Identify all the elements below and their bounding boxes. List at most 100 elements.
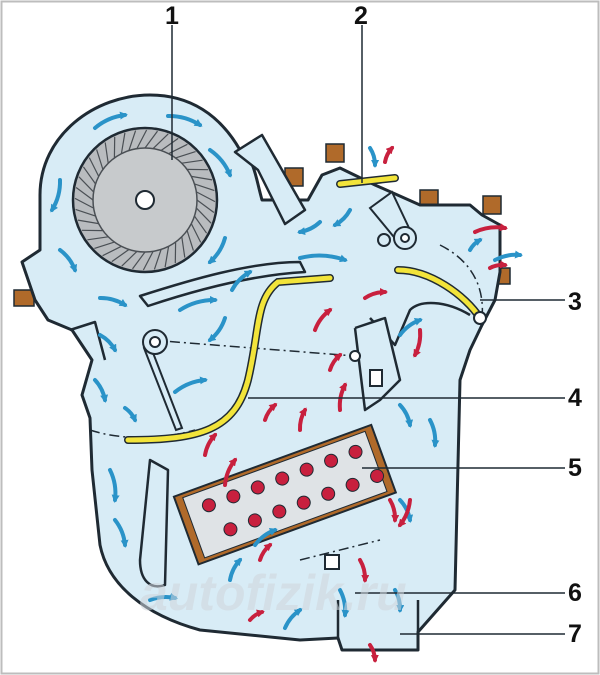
fan-blade xyxy=(196,191,216,203)
cold-air-arrow xyxy=(283,608,303,630)
mount-tabs xyxy=(13,143,511,307)
flap-4 xyxy=(125,275,333,443)
heater-core-tube xyxy=(201,498,216,513)
heater-core-tube xyxy=(223,522,238,537)
cold-air-arrow xyxy=(468,238,483,252)
callout-5: 5 xyxy=(568,454,582,482)
dashed-bottom xyxy=(299,539,381,561)
cold-air-arrow xyxy=(108,468,120,503)
fan-blade xyxy=(74,197,94,209)
cold-air-arrow xyxy=(208,148,232,178)
cold-air-arrow xyxy=(58,248,78,273)
cold-air-arrow xyxy=(207,316,227,342)
warm-air-arrow xyxy=(413,328,423,358)
cold-air-arrow xyxy=(253,527,278,547)
fan-blade xyxy=(160,137,179,151)
partition-left-lower xyxy=(138,458,170,588)
fan-blade xyxy=(82,166,96,185)
mount-tab-right-1 xyxy=(482,195,502,215)
linkage xyxy=(142,190,487,570)
cold-air-arrow xyxy=(113,518,129,548)
fan-blade xyxy=(153,249,162,270)
warm-air-arrow xyxy=(473,223,508,234)
fan-blade xyxy=(144,130,158,149)
heater-core-tube xyxy=(370,468,385,483)
upper-bracket xyxy=(233,133,307,226)
fan-blade xyxy=(194,183,215,192)
fan-blade xyxy=(186,230,194,251)
flap-3 xyxy=(395,267,483,321)
watermark: autofizik.ru xyxy=(140,565,407,621)
pivot-left-inner xyxy=(149,336,161,348)
fan-blade xyxy=(164,246,170,268)
warm-air-arrow xyxy=(328,353,343,372)
partition-channel-left xyxy=(69,320,107,361)
cold-air-arrow xyxy=(393,588,405,613)
warm-air-arrow xyxy=(368,643,379,663)
cold-air-arrow xyxy=(228,557,243,582)
partition-fan-lower xyxy=(138,260,307,308)
fan-hub xyxy=(135,190,155,210)
callout-3: 3 xyxy=(568,288,582,316)
cold-air-arrow xyxy=(123,406,137,423)
heater-core-tube xyxy=(324,453,339,468)
airflow-arrows xyxy=(50,111,523,663)
cold-air-arrow xyxy=(368,146,380,168)
partition-base xyxy=(336,600,420,638)
warm-air-arrow xyxy=(223,457,237,487)
cold-air-arrow xyxy=(98,333,117,353)
warm-air-arrow xyxy=(258,543,273,562)
heater-core xyxy=(172,423,398,566)
fan-blade xyxy=(196,199,215,213)
leader-lines xyxy=(171,25,565,635)
fan-blade xyxy=(175,151,196,159)
warm-air-arrow xyxy=(263,403,278,422)
fan-blade xyxy=(142,251,154,271)
warm-air-arrow xyxy=(358,558,370,583)
heater-core-tube xyxy=(272,504,287,519)
fan-blade xyxy=(111,249,130,263)
fan-blade xyxy=(120,132,126,154)
warm-air-arrow xyxy=(398,498,412,528)
heater-core-tube xyxy=(226,489,241,504)
fan-blade xyxy=(152,133,169,150)
heater-core-tube xyxy=(299,462,314,477)
callouts: 1 2 3 4 5 6 7 xyxy=(165,2,582,648)
cold-air-arrow xyxy=(178,295,218,312)
warm-air-arrow xyxy=(488,260,508,270)
fan-blade xyxy=(132,251,146,270)
damper-flaps xyxy=(124,174,484,444)
fan-blade xyxy=(191,175,213,181)
cold-air-arrow xyxy=(297,220,322,236)
warm-air-arrow xyxy=(388,498,400,523)
warm-air-arrow xyxy=(313,308,333,332)
heater-core-tube xyxy=(348,444,363,459)
pivot-small-top xyxy=(377,233,391,247)
cold-air-arrow xyxy=(166,113,203,127)
fan-blade xyxy=(94,241,115,249)
fan-blade xyxy=(75,187,94,201)
latch-bottom xyxy=(324,554,340,570)
fan-blade xyxy=(78,176,95,193)
mount-tab-top-1 xyxy=(325,143,345,163)
cold-air-arrow xyxy=(50,178,63,213)
cold-air-arrow xyxy=(230,270,253,292)
heater-core-tube xyxy=(321,486,336,501)
fan-blade xyxy=(88,157,100,177)
heater-core-tube xyxy=(296,495,311,510)
dashed-right xyxy=(439,244,484,319)
heater-core-tube xyxy=(247,513,262,528)
fan-blade xyxy=(190,223,202,243)
cold-air-arrow xyxy=(207,236,227,264)
heater-core-tube xyxy=(275,471,290,486)
cold-air-arrow xyxy=(173,376,208,394)
cold-air-arrow xyxy=(338,588,350,618)
pivot-right xyxy=(473,311,487,325)
partition-right-upper xyxy=(369,301,471,347)
pivot-mid xyxy=(349,350,361,362)
heater-core-tube xyxy=(250,480,265,495)
warm-air-arrow xyxy=(363,288,388,300)
fan-blades xyxy=(74,129,216,271)
warm-air-arrow xyxy=(203,432,218,457)
